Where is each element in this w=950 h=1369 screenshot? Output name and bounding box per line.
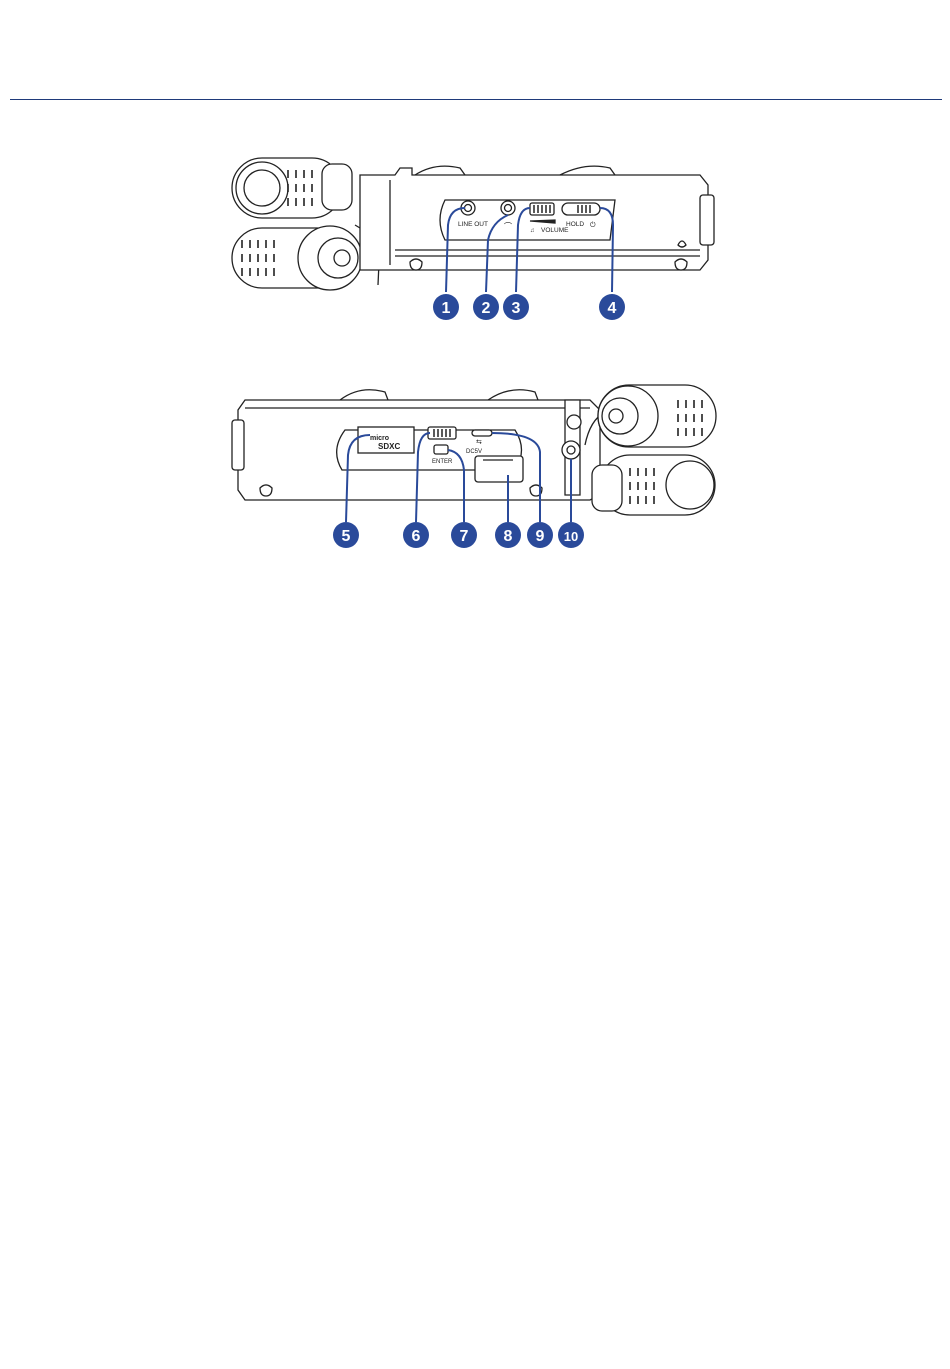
callout-3: 3 <box>503 294 529 320</box>
mic-input-jack[interactable] <box>562 441 580 459</box>
svg-text:4: 4 <box>608 300 617 317</box>
microsd-logo: micro <box>370 435 389 442</box>
line-out-label: LINE OUT <box>458 221 488 228</box>
top-control-panel <box>440 200 615 240</box>
sdxc-logo: SDXC <box>378 442 400 451</box>
callout-8: 8 <box>495 522 521 548</box>
usb-port[interactable] <box>472 430 492 436</box>
callout-5: 5 <box>333 522 359 548</box>
svg-text:1: 1 <box>442 300 451 317</box>
top-view-diagram: LINE OUT ⌒ ♫ VOLUME HOLD ⏻ 1 2 3 4 <box>230 150 720 325</box>
callout-6: 6 <box>403 522 429 548</box>
svg-text:8: 8 <box>504 528 513 545</box>
usb-icon: ⇆ <box>476 439 482 446</box>
enter-button[interactable] <box>434 445 448 454</box>
power-hold-switch[interactable] <box>562 203 600 215</box>
svg-text:6: 6 <box>412 528 421 545</box>
mic-capsule-lower <box>232 226 362 290</box>
headphone-icon: ⌒ <box>504 222 512 231</box>
mic-capsule-upper <box>232 158 352 218</box>
svg-text:10: 10 <box>564 529 578 544</box>
svg-text:7: 7 <box>460 528 469 545</box>
hold-label: HOLD <box>566 221 584 228</box>
callout-7: 7 <box>451 522 477 548</box>
callout-2: 2 <box>473 294 499 320</box>
headphone-jack[interactable] <box>501 201 515 215</box>
enter-label: ENTER <box>432 459 453 465</box>
volume-label: VOLUME <box>541 227 569 234</box>
mic-capsule-bottom-upper <box>598 385 716 447</box>
bottom-view-diagram: micro SDXC ENTER DC5V ⇆ <box>230 380 720 550</box>
svg-text:2: 2 <box>482 300 491 317</box>
svg-text:5: 5 <box>342 528 351 545</box>
callout-1: 1 <box>433 294 459 320</box>
svg-text:9: 9 <box>536 528 545 545</box>
mic-capsule-bottom-lower <box>592 455 715 515</box>
svg-text:3: 3 <box>512 300 521 317</box>
power-icon: ⏻ <box>590 221 596 229</box>
callout-9: 9 <box>527 522 553 548</box>
dc-label: DC5V <box>466 449 482 455</box>
headphone-volume-icon: ♫ <box>530 228 535 234</box>
header-rule <box>10 99 942 100</box>
callout-10: 10 <box>558 522 584 548</box>
callout-4: 4 <box>599 294 625 320</box>
